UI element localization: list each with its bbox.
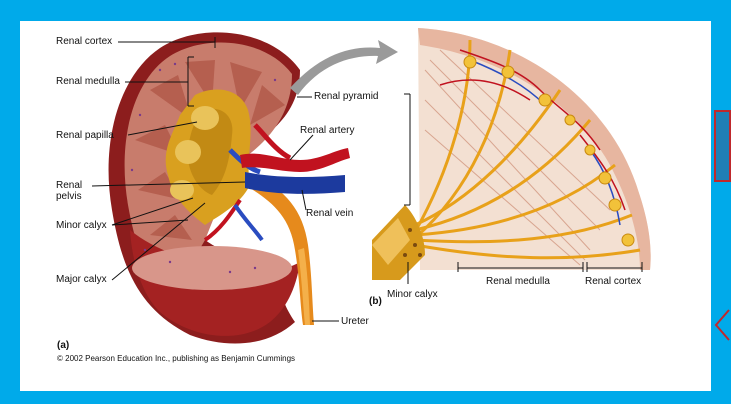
copyright-text: © 2002 Pearson Education Inc., publishin… <box>57 353 295 364</box>
label-renal-artery: Renal artery <box>300 125 354 136</box>
label-renal-vein: Renal vein <box>306 208 353 219</box>
label-renal-pyramid: Renal pyramid <box>314 91 378 102</box>
label-renal-papilla: Renal papilla <box>56 130 114 141</box>
label-minor-calyx-a: Minor calyx <box>56 220 107 231</box>
next-arrow-icon[interactable] <box>716 310 729 340</box>
label-renal-cortex-b: Renal cortex <box>585 276 641 287</box>
label-ureter: Ureter <box>341 316 369 327</box>
pyramid-wedge <box>372 28 651 280</box>
kidney-section <box>109 32 350 343</box>
label-minor-calyx-b: Minor calyx <box>387 289 438 300</box>
label-renal-pelvis: Renal pelvis <box>56 180 82 202</box>
label-panel-b: (b) <box>369 296 382 307</box>
label-major-calyx: Major calyx <box>56 274 107 285</box>
label-renal-cortex: Renal cortex <box>56 36 112 47</box>
zoom-arrow <box>290 40 398 95</box>
label-renal-medulla: Renal medulla <box>56 76 120 87</box>
side-nav-tab[interactable] <box>714 110 731 182</box>
label-panel-a: (a) <box>57 340 69 351</box>
label-renal-medulla-b: Renal medulla <box>486 276 550 287</box>
